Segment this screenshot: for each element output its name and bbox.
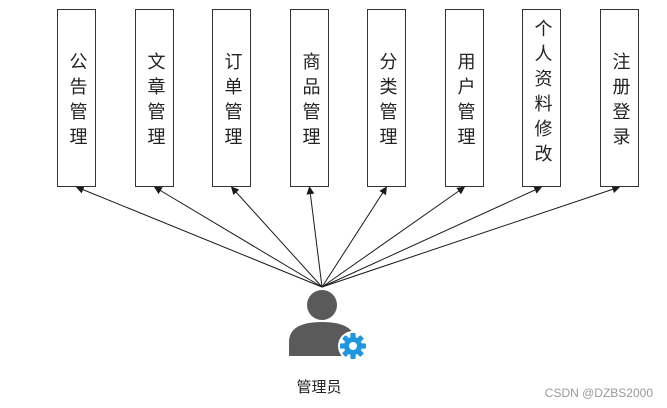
watermark: CSDN @DZBS2000 <box>544 386 653 400</box>
module-box-profile: 个人资料修改 <box>522 9 561 187</box>
module-box-category: 分类管理 <box>367 9 406 187</box>
module-box-announcement: 公告管理 <box>57 9 96 187</box>
arrow-to-module-7 <box>321 185 621 288</box>
module-label: 用户管理 <box>454 52 476 152</box>
arrow-to-module-5 <box>321 186 466 288</box>
module-box-product: 商品管理 <box>290 9 329 187</box>
module-box-article: 文章管理 <box>135 9 174 187</box>
module-box-register-login: 注册登录 <box>600 9 639 187</box>
arrows-group <box>75 185 621 288</box>
module-label: 分类管理 <box>376 52 398 152</box>
module-box-user: 用户管理 <box>445 9 484 187</box>
module-label: 公告管理 <box>66 52 88 152</box>
gear-icon <box>338 331 368 361</box>
module-label: 订单管理 <box>221 52 243 152</box>
arrow-to-module-1 <box>153 186 323 288</box>
actor-label: 管理员 <box>296 378 342 396</box>
module-label: 注册登录 <box>609 52 631 152</box>
module-label: 商品管理 <box>299 52 321 152</box>
arrow-to-module-3 <box>306 186 323 288</box>
arrow-to-module-6 <box>321 186 543 288</box>
module-label: 个人资料修改 <box>531 19 553 169</box>
module-label: 文章管理 <box>144 52 166 152</box>
arrow-to-module-2 <box>230 186 323 288</box>
module-box-order: 订单管理 <box>212 9 251 187</box>
arrow-to-module-0 <box>75 186 323 288</box>
arrow-to-module-4 <box>321 186 387 288</box>
